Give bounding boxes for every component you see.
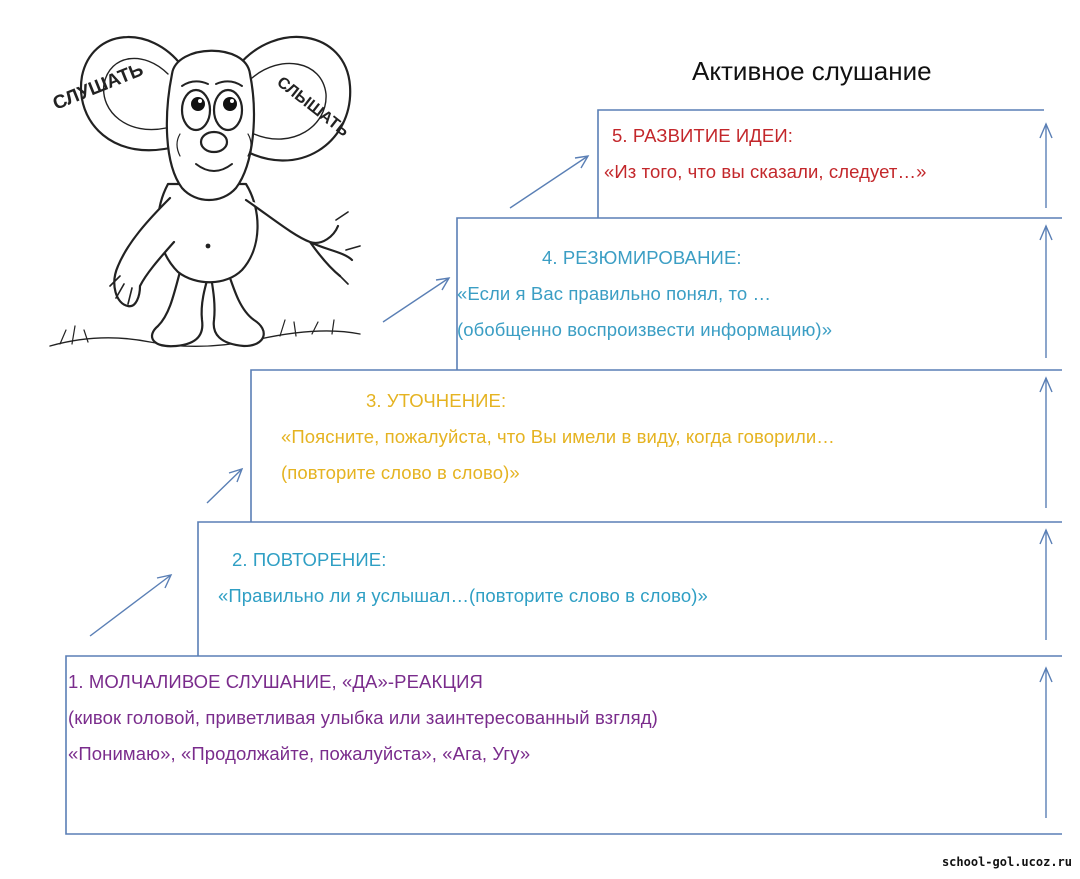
right-arm: [244, 198, 354, 278]
staircase-lines: [65, 109, 1062, 835]
watermark: school-gol.ucoz.ru: [941, 855, 1072, 869]
up-arrow-icon: [1039, 376, 1053, 508]
step-1-description: (кивок головой, приветливая улыбка или з…: [68, 707, 658, 728]
step-2-heading: 2. ПОВТОРЕНИЕ:: [232, 549, 387, 570]
up-arrow-icon: [1039, 666, 1053, 818]
right-leg: [208, 264, 265, 348]
step-5-heading: 5. РАЗВИТИЕ ИДЕИ:: [612, 125, 793, 146]
diagonal-arrows: [89, 155, 590, 637]
step-1-outline: [65, 655, 1062, 835]
step-2: 2. ПОВТОРЕНИЕ: «Правильно ли я услышал…(…: [218, 542, 708, 614]
step-5-example: «Из того, что вы сказали, следует…»: [604, 161, 927, 182]
right-ear: [236, 35, 352, 162]
step-3: 3. УТОЧНЕНИЕ: «Поясните, пожалуйста, что…: [281, 383, 835, 491]
diagonal-arrow-icon: [509, 155, 590, 209]
step-3-example: «Поясните, пожалуйста, что Вы имели в ви…: [281, 426, 835, 447]
step-5-outline: [597, 109, 1044, 218]
left-arm: [113, 196, 176, 308]
step-1-example: «Понимаю», «Продолжайте, пожалуйста», «А…: [68, 743, 531, 764]
diagonal-arrow-icon: [382, 277, 451, 323]
diagonal-arrow-icon: [206, 467, 244, 504]
diagram-title: Активное слушание: [692, 56, 932, 86]
step-4-example-note: (обобщенно воспроизвести информацию)»: [457, 319, 833, 340]
step-2-example: «Правильно ли я услышал…(повторите слово…: [218, 585, 708, 606]
step-2-outline: [197, 521, 1062, 656]
step-1-heading: 1. МОЛЧАЛИВОЕ СЛУШАНИЕ, «ДА»-РЕАКЦИЯ: [68, 671, 483, 692]
up-arrow-icon: [1039, 224, 1053, 358]
step-4-outline: [456, 217, 1062, 370]
right-up-arrows: [1039, 122, 1053, 818]
up-arrow-icon: [1039, 528, 1053, 640]
step-3-heading: 3. УТОЧНЕНИЕ:: [366, 390, 507, 411]
step-3-example-note: (повторите слово в слово)»: [281, 462, 520, 483]
step-3-outline: [250, 369, 1062, 522]
step-4-heading: 4. РЕЗЮМИРОВАНИЕ:: [542, 247, 742, 268]
diagonal-arrow-icon: [89, 574, 173, 637]
grass-icon: [49, 330, 361, 348]
left-leg: [150, 262, 212, 348]
step-1: 1. МОЛЧАЛИВОЕ СЛУШАНИЕ, «ДА»-РЕАКЦИЯ (ки…: [68, 664, 658, 772]
step-4-example: «Если я Вас правильно понял, то …: [457, 283, 772, 304]
step-5: 5. РАЗВИТИЕ ИДЕИ: «Из того, что вы сказа…: [604, 118, 926, 190]
up-arrow-icon: [1039, 122, 1053, 208]
head: [165, 49, 255, 201]
big-eared-gnome-icon: СЛУШАТЬ СЛЫШАТЬ: [49, 35, 361, 348]
step-4: 4. РЕЗЮМИРОВАНИЕ: «Если я Вас правильно …: [457, 240, 832, 348]
nose: [199, 130, 229, 154]
